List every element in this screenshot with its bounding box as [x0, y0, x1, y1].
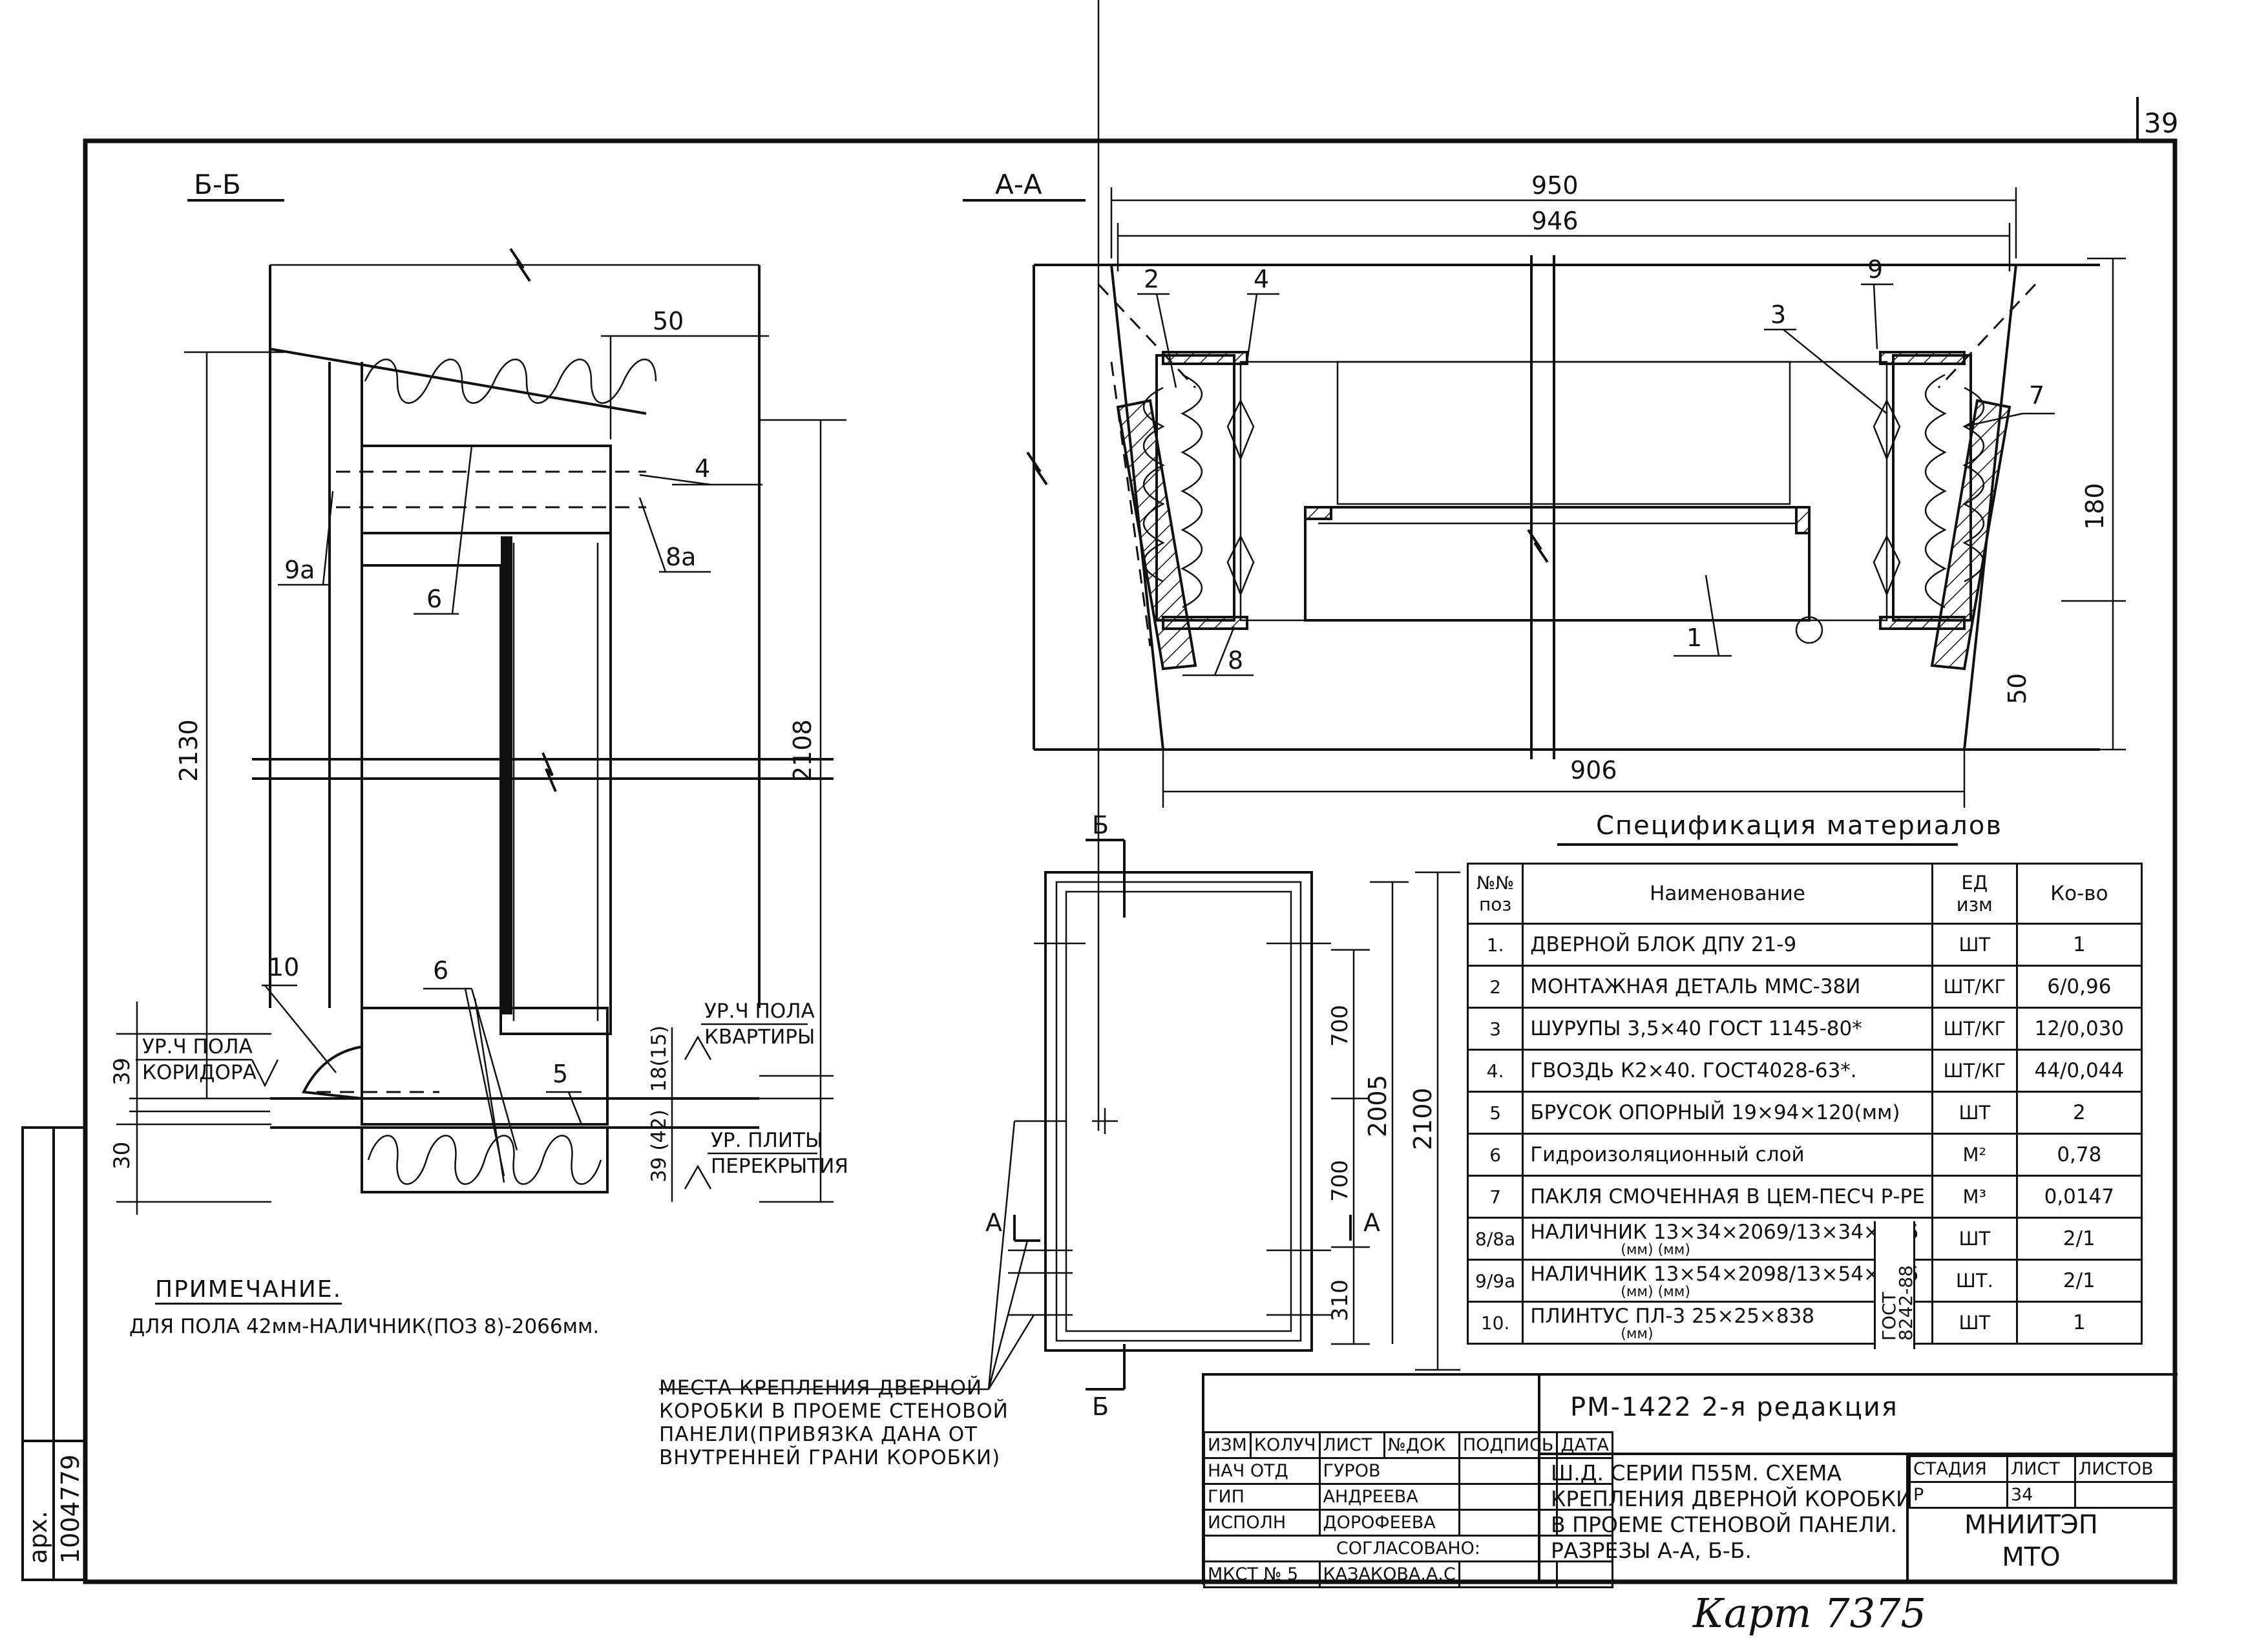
elev-cut-a-right: А [1363, 1208, 1380, 1237]
side-stamp-arch: арх. [24, 1511, 52, 1564]
bb-dim-39: 39 [109, 1058, 135, 1086]
bb-dim-30: 30 [109, 1142, 135, 1170]
side-stamp-number: 1004779 [56, 1455, 85, 1564]
title-org: МНИИТЭП МТО [1964, 1510, 2098, 1572]
elev-cut-b-bottom: Б [1092, 1392, 1109, 1421]
elev-dim-310: 310 [1327, 1279, 1353, 1321]
svg-text:УР.Ч ПОЛА: УР.Ч ПОЛА [142, 1035, 253, 1058]
bb-callout-5: 5 [552, 1060, 568, 1088]
aa-dim-906: 906 [1570, 756, 1617, 784]
level-apartment: УР.Ч ПОЛА КВАРТИРЫ [684, 1000, 815, 1060]
spec-title-underline [1557, 843, 1958, 846]
bb-dim-2108: 2108 [788, 719, 817, 782]
elev-dim-2005: 2005 [1363, 1075, 1392, 1137]
note-title: ПРИМЕЧАНИЕ. [155, 1276, 342, 1305]
aa-dim-950: 950 [1531, 171, 1579, 200]
sheet-number: 39 [2144, 107, 2178, 139]
bb-callout-9a: 9а [284, 556, 315, 584]
aa-callout-1: 1 [1686, 624, 1702, 652]
fastening-note: МЕСТА КРЕПЛЕНИЯ ДВЕРНОЙ КОРОБКИ В ПРОЕМЕ… [659, 1376, 1009, 1469]
section-aa: А-А 950 946 [963, 169, 2126, 808]
title-description: Ш.Д. СЕРИИ П55М. СХЕМА КРЕПЛЕНИЯ ДВЕРНОЙ… [1551, 1460, 1912, 1563]
title-block [1202, 1373, 2178, 1584]
elev-cut-b-top: Б [1092, 811, 1109, 839]
spec-header-qty: Ко-во [2015, 863, 2143, 925]
level-slab: УР. ПЛИТЫ ПЕРЕКРЫТИЯ [684, 1129, 848, 1190]
spec-title: Спецификация материалов [1596, 811, 2002, 841]
aa-callout-2: 2 [1144, 265, 1159, 293]
svg-text:УР.Ч ПОЛА: УР.Ч ПОЛА [704, 1000, 815, 1023]
bb-callout-6: 6 [433, 956, 448, 985]
level-corridor: УР.Ч ПОЛА КОРИДОРА [136, 1035, 279, 1087]
aa-callout-8: 8 [1228, 646, 1243, 675]
bb-callout-8a: 8а [666, 543, 696, 571]
svg-text:КОРИДОРА: КОРИДОРА [142, 1061, 257, 1084]
elev-cut-a-left: А [985, 1208, 1002, 1237]
elev-dim-2100: 2100 [1409, 1087, 1437, 1150]
title-row-agreed: СОГЛАСОВАНО: [1203, 1535, 1613, 1562]
aa-callout-7: 7 [2029, 381, 2044, 410]
svg-text:КВАРТИРЫ: КВАРТИРЫ [704, 1025, 815, 1049]
svg-text:ПЕРЕКРЫТИЯ: ПЕРЕКРЫТИЯ [711, 1155, 848, 1178]
bb-dim-18-15: 18(15) [647, 1025, 671, 1092]
svg-text:УР. ПЛИТЫ: УР. ПЛИТЫ [711, 1129, 823, 1152]
aa-callout-3: 3 [1770, 300, 1786, 329]
title-code: РМ-1422 2-я редакция [1570, 1392, 1898, 1422]
aa-dim-180: 180 [2081, 483, 2109, 530]
spec-gost-cell: ГОСТ 8242-88 [1874, 1221, 1916, 1349]
aa-callout-9: 9 [1867, 255, 1883, 284]
spec-header-name: Наименование [1522, 863, 1933, 925]
sheet-frame: 39 [83, 97, 2178, 1584]
door-elevation: Б Б А А 700 700 310 [985, 0, 1460, 1421]
card-label: Карт 7375 [1693, 1590, 1926, 1637]
bb-callout-10: 10 [268, 953, 299, 982]
side-stamp: арх. 1004779 [21, 1126, 87, 1581]
elev-dim-700a: 700 [1327, 1005, 1353, 1047]
aa-dim-946: 946 [1531, 207, 1579, 235]
section-bb: Б-Б [109, 169, 848, 1215]
bb-dim-2130: 2130 [174, 719, 203, 782]
note-text: ДЛЯ ПОЛА 42мм-НАЛИЧНИК(ПОЗ 8)-2066мм. [129, 1315, 600, 1338]
bb-callout-4: 4 [695, 454, 710, 483]
bb-callout-6-top: 6 [426, 585, 442, 613]
section-bb-label: Б-Б [194, 169, 241, 200]
elev-dim-700b: 700 [1327, 1160, 1353, 1202]
aa-dim-50: 50 [2003, 673, 2032, 704]
bb-dim-50: 50 [653, 307, 684, 335]
section-aa-label: А-А [995, 169, 1042, 200]
aa-callout-4: 4 [1254, 265, 1269, 293]
bb-dim-39-42: 39 (42) [647, 1109, 671, 1182]
